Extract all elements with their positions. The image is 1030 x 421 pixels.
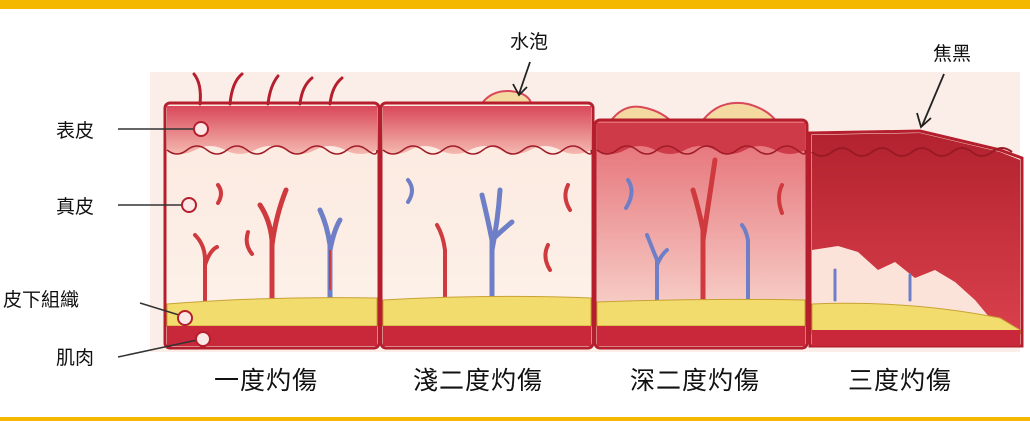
label-blister: 水泡 bbox=[510, 31, 548, 53]
caption-superficial-second-degree: 淺二度灼傷 bbox=[413, 366, 543, 395]
panel-third-degree bbox=[810, 131, 1022, 346]
caption-third-degree: 三度灼傷 bbox=[848, 366, 952, 395]
label-muscle: 肌肉 bbox=[56, 347, 94, 369]
label-epidermis: 表皮 bbox=[56, 120, 94, 142]
panel-deep-second-degree bbox=[595, 103, 807, 348]
caption-first-degree: 一度灼傷 bbox=[214, 366, 318, 395]
panel-first-degree bbox=[165, 74, 379, 348]
label-eschar: 焦黑 bbox=[933, 43, 971, 65]
panel-superficial-second-degree bbox=[381, 91, 593, 348]
bottom-accent-bar bbox=[0, 417, 1030, 421]
label-dermis: 真皮 bbox=[56, 196, 94, 218]
label-subcutaneous: 皮下組織 bbox=[3, 289, 79, 311]
caption-deep-second-degree: 深二度灼傷 bbox=[630, 366, 760, 395]
